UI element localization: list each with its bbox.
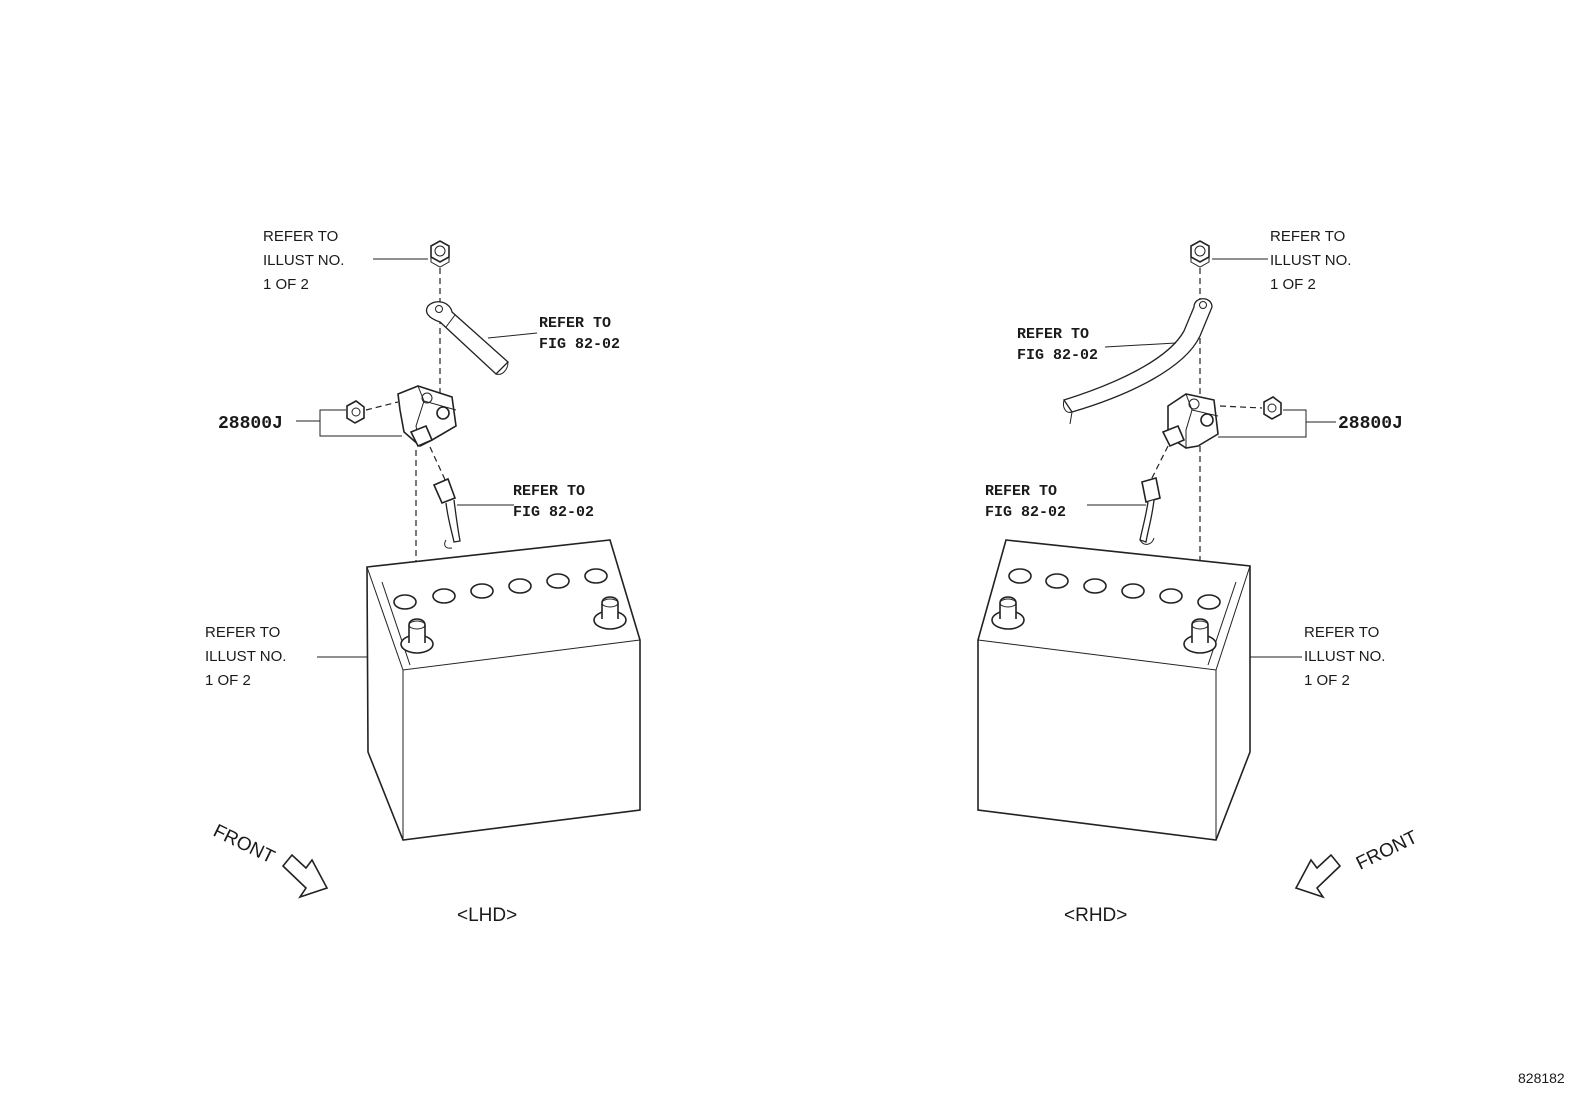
lhd-front-arrow-icon: [281, 853, 329, 899]
rhd-label: <RHD>: [1064, 905, 1127, 926]
rhd-bolt-icon: [1263, 396, 1282, 420]
rhd-part-number: 28800J: [1338, 414, 1403, 434]
lhd-bolt-icon: [346, 400, 365, 424]
lhd-assembly: REFER TO ILLUST NO. 1 OF 2 REFER TO FIG …: [205, 228, 641, 926]
lhd-battery-post-negative: [400, 618, 434, 654]
rhd-lower-cable: [1139, 476, 1161, 545]
rhd-battery-post-positive: [991, 596, 1025, 630]
rhd-battery-caps: [1008, 568, 1221, 610]
rhd-battery-post-negative: [1183, 618, 1217, 654]
rhd-battery-ref-line3: 1 OF 2: [1304, 672, 1350, 689]
lhd-battery-ref-line2: ILLUST NO.: [205, 648, 286, 665]
rhd-top-ref-line2: ILLUST NO.: [1270, 252, 1351, 269]
lhd-top-ref-line1: REFER TO: [263, 228, 338, 245]
lhd-top-ref-line2: ILLUST NO.: [263, 252, 344, 269]
lhd-upper-cable: [425, 301, 509, 375]
rhd-front-arrow-icon: [1294, 853, 1342, 899]
lhd-battery-ref-line1: REFER TO: [205, 624, 280, 641]
lhd-cable-ref-line1: REFER TO: [539, 315, 611, 332]
lhd-part-number: 28800J: [218, 414, 283, 434]
lhd-label: <LHD>: [457, 905, 517, 926]
rhd-battery: [977, 539, 1251, 841]
lhd-top-ref-line3: 1 OF 2: [263, 276, 309, 293]
lhd-front-label: FRONT: [210, 821, 278, 869]
rhd-lower-ref-line1: REFER TO: [985, 483, 1057, 500]
lhd-nut-icon: [430, 240, 450, 268]
lhd-battery-caps: [393, 568, 608, 610]
rhd-top-ref-line3: 1 OF 2: [1270, 276, 1316, 293]
rhd-upper-cable: [1062, 298, 1213, 425]
lhd-battery-ref-line3: 1 OF 2: [205, 672, 251, 689]
lhd-battery: [366, 539, 641, 841]
rhd-battery-ref-line1: REFER TO: [1304, 624, 1379, 641]
lhd-lower-ref-line1: REFER TO: [513, 483, 585, 500]
lhd-battery-post-positive: [593, 596, 627, 630]
lhd-lower-ref-line2: FIG 82-02: [513, 504, 594, 521]
figure-reference-number: 828182: [1518, 1070, 1565, 1086]
lhd-terminal-clamp: [397, 385, 457, 448]
rhd-cable-ref-line1: REFER TO: [1017, 326, 1089, 343]
rhd-nut-icon: [1190, 240, 1210, 268]
lhd-lower-cable: [432, 477, 461, 549]
rhd-assembly: REFER TO ILLUST NO. 1 OF 2 REFER TO FIG …: [977, 228, 1421, 926]
rhd-battery-ref-line2: ILLUST NO.: [1304, 648, 1385, 665]
rhd-top-ref-line1: REFER TO: [1270, 228, 1345, 245]
lhd-cable-ref-line2: FIG 82-02: [539, 336, 620, 353]
rhd-cable-ref-line2: FIG 82-02: [1017, 347, 1098, 364]
rhd-lower-ref-line2: FIG 82-02: [985, 504, 1066, 521]
rhd-terminal-clamp: [1161, 393, 1219, 449]
rhd-front-label: FRONT: [1353, 827, 1421, 875]
